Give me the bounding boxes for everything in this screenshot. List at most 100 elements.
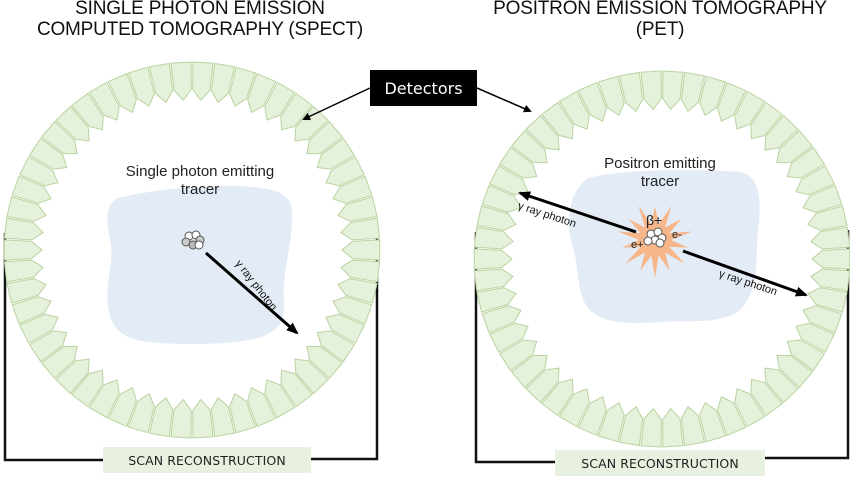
spect-detector-cell xyxy=(11,175,52,204)
spect-title: SINGLE PHOTON EMISSION COMPUTED TOMOGRAP… xyxy=(20,0,380,40)
pet-tracer-label-line2: tracer xyxy=(640,173,680,190)
spect-detector-cell xyxy=(264,81,296,121)
spect-detector-cell xyxy=(3,239,43,261)
spect-detector-cell xyxy=(6,278,47,304)
pet-detector-cell xyxy=(750,378,783,417)
spect-detector-cell xyxy=(332,296,373,325)
spect-detector-cell xyxy=(341,239,381,261)
pet-title: POSITRON EMISSION TOMOGRAPHY (PET) xyxy=(470,0,850,40)
pet-detector-cell xyxy=(802,184,843,213)
spect-detector-cell xyxy=(148,62,174,104)
pet-detector-cell xyxy=(473,248,513,270)
spect-detector-cell xyxy=(192,398,214,439)
spect-detector-cell xyxy=(127,66,155,108)
spect-detector-cell xyxy=(229,66,257,108)
spect-scan-reconstruction-box: SCAN RECONSTRUCTION xyxy=(103,447,311,473)
pet-detector-cell xyxy=(481,184,522,213)
pet-detector-cell xyxy=(699,401,727,443)
spect-detector-cell xyxy=(3,259,44,283)
spect-detector-cell xyxy=(247,386,277,428)
pet-detector-cell xyxy=(786,339,826,372)
pet-detector-cell xyxy=(802,305,843,334)
spect-detector-cell xyxy=(340,217,381,241)
spect-detector-cell xyxy=(280,369,313,408)
spect-detector-cell xyxy=(71,369,104,408)
pet-detector-cell xyxy=(525,367,560,404)
spect-detector-cell xyxy=(325,156,365,187)
pet-detector-cell xyxy=(489,165,529,196)
pet-detector-cell xyxy=(795,322,835,353)
spect-detector-cell xyxy=(294,105,329,142)
spect-detector-cell xyxy=(55,105,90,142)
beta-plus-label: β+ xyxy=(646,212,663,228)
pet-detector-cell xyxy=(510,354,548,389)
pet-detector-cell xyxy=(680,405,706,447)
pet-scan-reconstruction-box: SCAN RECONSTRUCTION xyxy=(555,450,765,476)
pet-detector-cell xyxy=(807,205,848,231)
spect-detector-cell xyxy=(264,379,296,419)
spect-detector-cell xyxy=(210,62,236,104)
detectors-label: Detectors xyxy=(370,70,477,106)
pet-detector-cell xyxy=(597,401,625,443)
pet-detector-cell xyxy=(498,146,538,179)
pet-detector-cell xyxy=(541,101,574,140)
spect-detector-cell xyxy=(306,345,344,380)
spect-detector-cell xyxy=(148,396,174,438)
spect-detector-cell xyxy=(294,358,329,395)
pet-detector-cell xyxy=(764,114,799,151)
pet-detector-cell xyxy=(699,75,727,117)
pet-gantry-bracket-right xyxy=(765,230,850,460)
detectors-arrow-right xyxy=(476,87,532,113)
pet-detector-cell xyxy=(489,322,529,353)
pet-gamma-ray-arrow-right xyxy=(682,249,808,297)
spect-detector-cell xyxy=(280,92,313,131)
spect-gantry-bracket-right xyxy=(311,231,379,461)
spect-detector-cell xyxy=(3,217,44,241)
spect-detector-cell xyxy=(170,61,192,102)
spect-detector-cell xyxy=(11,296,52,325)
pet-detector-cell xyxy=(597,75,625,117)
spect-detector-cell xyxy=(170,398,192,439)
pet-gantry-bracket xyxy=(474,232,555,464)
positron-label: e+ xyxy=(631,239,644,251)
pet-detector-cell xyxy=(776,354,814,389)
spect-detector-cell xyxy=(28,330,68,363)
pet-detector-cell xyxy=(764,367,799,404)
spect-title-line2: COMPUTED TOMOGRAPHY (SPECT) xyxy=(36,19,364,40)
pet-detector-cell xyxy=(680,71,706,113)
spect-detector-ring xyxy=(3,61,381,439)
spect-tracer-label: Single photon emitting tracer xyxy=(110,163,290,199)
spect-detector-cell xyxy=(71,92,104,131)
pet-detector-cell xyxy=(776,129,814,164)
spect-detector-cell xyxy=(107,72,137,114)
spect-detector-cell xyxy=(337,196,378,222)
spect-detector-cell xyxy=(340,259,381,283)
pet-detector-cell xyxy=(577,395,607,437)
pet-detector-cell xyxy=(476,287,517,313)
spect-detector-cell xyxy=(247,72,277,114)
pet-detector-cell xyxy=(717,81,747,123)
pet-detector-cell xyxy=(618,71,644,113)
pet-detector-cell xyxy=(541,378,574,417)
pet-tracer-label-line1: Positron emitting xyxy=(604,155,716,172)
spect-detector-cell xyxy=(325,313,365,344)
spect-nucleus-icon xyxy=(181,230,205,250)
pet-detector-cell xyxy=(640,70,662,111)
pet-tracer-label: Positron emitting tracer xyxy=(580,155,740,191)
pet-title-line2: (PET) xyxy=(635,19,685,40)
pet-detector-cell xyxy=(640,407,662,448)
pet-detector-cell xyxy=(717,395,747,437)
spect-detector-cell xyxy=(19,156,59,187)
spect-detector-cell xyxy=(107,386,137,428)
pet-detector-cell xyxy=(558,90,590,130)
spect-detector-cell xyxy=(332,175,373,204)
spect-detector-cell xyxy=(55,358,90,395)
pet-detector-cell xyxy=(810,226,850,250)
spect-detector-cell xyxy=(40,120,78,155)
spect-detector-cell xyxy=(210,396,236,438)
pet-detector-cell xyxy=(618,405,644,447)
pet-detector-cell xyxy=(811,248,850,270)
pet-detector-cell xyxy=(810,268,850,292)
spect-detector-cell xyxy=(127,392,155,434)
spect-detector-cell xyxy=(88,379,120,419)
